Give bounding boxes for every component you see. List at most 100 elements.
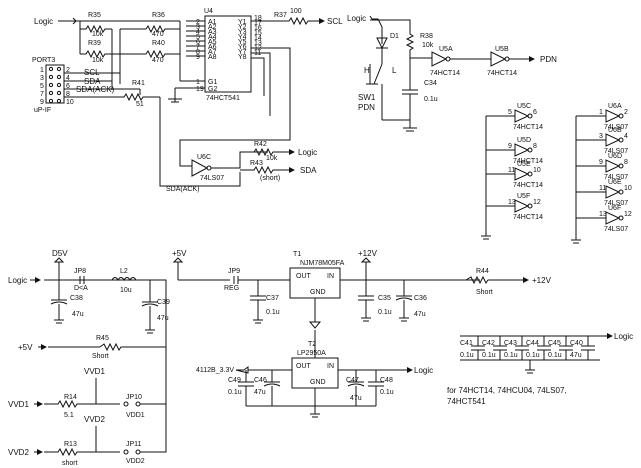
gate-pin: 1: [599, 109, 603, 116]
svg-text:74HCT14: 74HCT14: [487, 70, 517, 77]
svg-text:10u: 10u: [120, 287, 132, 294]
svg-text:74HCT14: 74HCT14: [430, 70, 460, 77]
bypass-cap-c43: [515, 336, 529, 360]
svg-text:C48: C48: [380, 377, 393, 384]
bypass-cap-ref: C40: [570, 340, 583, 347]
bypass-cap-ref: C43: [504, 340, 517, 347]
u4-pin-num: 2: [196, 19, 200, 26]
resistor-r14: R14 5.1: [44, 394, 120, 419]
gate-pin: 9: [599, 159, 603, 166]
port-pin-num: 10: [66, 99, 74, 106]
svg-text:Logic: Logic: [614, 332, 633, 341]
switch-sw1: H L SW1 PDN: [358, 63, 397, 112]
u4-pin-name: G1: [208, 79, 217, 86]
svg-text:T2: T2: [308, 341, 316, 348]
port-pin-num: 7: [40, 91, 44, 98]
gate-pin: 11: [508, 167, 515, 174]
svg-text:U4: U4: [204, 8, 213, 15]
u4-pin-num: 3: [196, 24, 200, 31]
svg-text:VVD2: VVD2: [84, 415, 105, 424]
gate-pin: 13: [599, 211, 607, 218]
port-pin-num: 6: [66, 83, 70, 90]
net-label-logic: Logic: [34, 17, 53, 26]
gate-val: 74LS07: [604, 148, 628, 155]
u4-pin-name: Y7: [238, 49, 247, 56]
diode-d1: D1: [376, 33, 399, 50]
svg-text:R45: R45: [96, 335, 109, 342]
gate-pin: 8: [624, 159, 628, 166]
svg-text:SW1: SW1: [358, 93, 376, 102]
gate-val: 74HCT14: [513, 214, 543, 221]
capacitor-c35: C35 0.1u: [358, 280, 392, 322]
svg-text:U6C: U6C: [197, 154, 211, 161]
svg-text:U5A: U5A: [439, 46, 453, 53]
svg-text:C38: C38: [70, 295, 83, 302]
u4-pin-num: 4: [196, 29, 200, 36]
svg-text:R38: R38: [420, 33, 433, 40]
resistor-r40: R40 470: [140, 40, 172, 64]
u4-pin-num: 8: [196, 49, 200, 56]
port-pin-num: 3: [40, 75, 44, 82]
svg-text:Short: Short: [476, 289, 493, 296]
u4-pin-name: Y6: [238, 44, 247, 51]
svg-text:R14: R14: [64, 394, 77, 401]
svg-text:Short: Short: [92, 353, 109, 360]
u4-pin-num: 19: [196, 86, 204, 93]
svg-text:PDN: PDN: [358, 103, 375, 112]
note-line-1: for 74HCT14, 74HCU04, 74LS07,: [447, 386, 567, 395]
gate-pin: 13: [508, 199, 516, 206]
net-label-pdn: PDN: [540, 55, 557, 64]
gate-ref: U6F: [608, 205, 621, 212]
svg-text:100: 100: [290, 8, 302, 15]
svg-text:+5V: +5V: [172, 249, 187, 258]
svg-text:JP11: JP11: [126, 441, 142, 448]
resistor-r13: R13 short: [44, 441, 120, 467]
bypass-cap-ref: C44: [526, 340, 539, 347]
svg-text:REG: REG: [224, 285, 239, 292]
note-line-2: 74HCT541: [447, 397, 486, 406]
svg-text:OUT: OUT: [296, 273, 312, 280]
net-label-plus12v-out: +12V: [532, 276, 552, 285]
gate-ref: U6A: [608, 103, 622, 110]
bypass-cap-c41: [471, 336, 485, 360]
svg-text:IN: IN: [327, 363, 334, 370]
svg-text:0.1u: 0.1u: [266, 309, 280, 316]
gate-val: 74LS07: [604, 174, 628, 181]
resistor-r43: R43 (short): [240, 160, 285, 182]
svg-text:Logic: Logic: [298, 148, 317, 157]
svg-text:VVD2: VVD2: [8, 448, 29, 457]
bypass-cap-ref: C41: [460, 340, 473, 347]
svg-text:10k: 10k: [92, 57, 104, 64]
port-pin-num: 2: [66, 67, 70, 74]
svg-text:NJM78M05FA: NJM78M05FA: [300, 260, 345, 267]
resistor-r38: R38 10k: [405, 30, 434, 58]
svg-text:470: 470: [152, 57, 164, 64]
gate-pin: 3: [599, 133, 603, 140]
u4-pin-num: 14: [254, 35, 262, 42]
u4-pin-num: 16: [254, 25, 262, 32]
svg-text:PORT3: PORT3: [32, 57, 55, 64]
svg-text:VDD2: VDD2: [126, 458, 145, 465]
u4-pin-name: Y1: [238, 19, 247, 26]
net-label-sda-out: SDA: [300, 166, 317, 175]
svg-text:L2: L2: [120, 268, 128, 275]
svg-text:VVD1: VVD1: [84, 367, 105, 376]
gate-u6f: [605, 211, 621, 225]
svg-text:(short): (short): [260, 175, 280, 182]
gate-pin: 4: [624, 133, 628, 140]
capacitor-c47: C47 47u: [346, 370, 365, 406]
svg-text:C49: C49: [228, 377, 241, 384]
u4-pin-num: 1: [196, 79, 200, 86]
u4-pin-num: 7: [196, 44, 200, 51]
svg-text:JP10: JP10: [126, 394, 142, 401]
gate-u5d: [514, 143, 530, 157]
svg-text:OUT: OUT: [296, 363, 312, 370]
jumper-jp8: JP8 D<A: [74, 268, 88, 292]
capacitor-c49: C49 0.1u: [228, 370, 254, 406]
svg-text:R35: R35: [88, 12, 101, 19]
gate-u5e: [514, 167, 530, 181]
u4-pin-name: Y5: [238, 39, 247, 46]
